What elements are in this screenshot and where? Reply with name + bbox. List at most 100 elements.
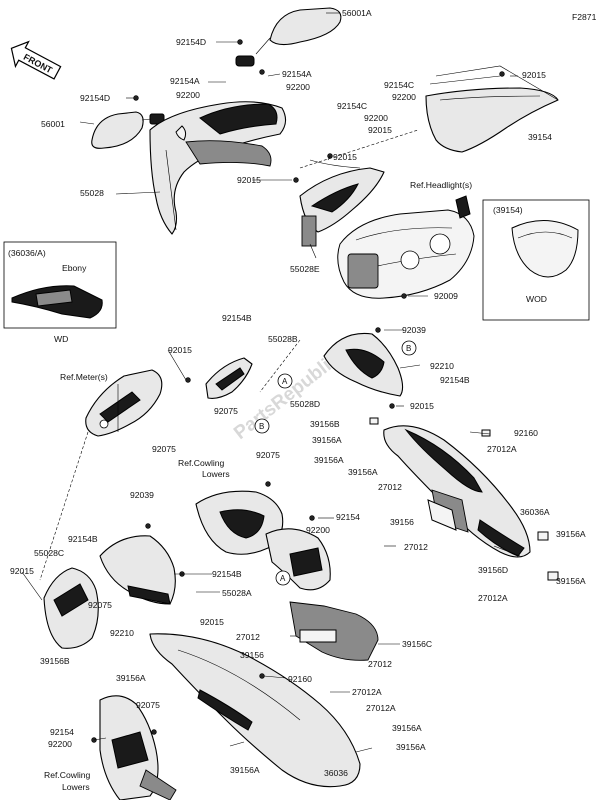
callout: 92015 — [10, 566, 34, 576]
callout: Ref.Cowling — [178, 458, 225, 468]
svg-text:A: A — [282, 377, 288, 386]
ref-marker-b-1: B — [401, 340, 417, 356]
callout: 92154B — [440, 375, 470, 385]
callout: 92075 — [152, 444, 176, 454]
callout: 55028C — [34, 548, 64, 558]
callout: Ref.Headlight(s) — [410, 180, 472, 190]
callout: 55028E — [290, 264, 320, 274]
callout: 27012A — [478, 593, 508, 603]
callout: 39156C — [402, 639, 432, 649]
middle-cowl — [195, 490, 331, 591]
callout: 92160 — [288, 674, 312, 684]
callout: 39156A — [116, 673, 146, 683]
callout: 92200 — [364, 113, 388, 123]
callout: (39154) — [493, 205, 523, 215]
callout: 39156B — [40, 656, 70, 666]
callout: WD — [54, 334, 68, 344]
side-panel-55028b — [323, 332, 404, 397]
callout: 92210 — [430, 361, 454, 371]
small-bracket — [205, 357, 253, 399]
mirror-right — [235, 7, 342, 67]
callout: 27012 — [404, 542, 428, 552]
callout: 27012A — [487, 444, 517, 454]
callout: 92015 — [333, 152, 357, 162]
callout: 92154D — [176, 37, 206, 47]
callout: 27012 — [236, 632, 260, 642]
callout: 27012 — [378, 482, 402, 492]
wod-inset — [482, 199, 590, 321]
callout: 39156A — [396, 742, 426, 752]
callout: 92015 — [410, 401, 434, 411]
callout: 39156 — [390, 517, 414, 527]
callout: 92160 — [514, 428, 538, 438]
callout: 92075 — [256, 450, 280, 460]
callout: 39154 — [528, 132, 552, 142]
callout: 56001A — [342, 8, 372, 18]
bottom-left-panel — [99, 695, 177, 800]
callout: 92075 — [214, 406, 238, 416]
callout: 92154 — [50, 727, 74, 737]
windshield — [425, 87, 559, 153]
callout: 92039 — [130, 490, 154, 500]
callout: 92015 — [200, 617, 224, 627]
side-cowl-right — [369, 417, 559, 581]
callout: 39156A — [556, 529, 586, 539]
callout: 92039 — [402, 325, 426, 335]
callout: 92015 — [168, 345, 192, 355]
meter-bracket — [85, 369, 163, 437]
callout: 39156A — [312, 435, 342, 445]
callout: 39156A — [392, 723, 422, 733]
callout: 92154D — [80, 93, 110, 103]
callout: 56001 — [41, 119, 65, 129]
callout: 92154B — [68, 534, 98, 544]
ref-marker-b-2: B — [254, 418, 270, 434]
center-bracket — [299, 159, 385, 247]
callout: 92154 — [336, 512, 360, 522]
callout: 39156 — [240, 650, 264, 660]
callout: 92154B — [212, 569, 242, 579]
callout: 55028 — [80, 188, 104, 198]
callout: 36036A — [520, 507, 550, 517]
callout: Ebony — [62, 263, 87, 273]
lower-bracket-left — [43, 535, 176, 649]
headlight-assembly — [337, 195, 475, 299]
callout: 92154C — [337, 101, 367, 111]
callout: 92154C — [384, 80, 414, 90]
callout: 39156B — [310, 419, 340, 429]
callout: 27012A — [366, 703, 396, 713]
front-arrow: FRONT — [10, 40, 62, 80]
figure-code: F2871 — [572, 12, 597, 22]
callout: Lowers — [62, 782, 90, 792]
decal-39156c — [289, 601, 379, 661]
callout: Lowers — [202, 469, 230, 479]
svg-text:A: A — [280, 574, 286, 583]
callout: 92200 — [48, 739, 72, 749]
callout: 27012 — [368, 659, 392, 669]
callout: 92015 — [237, 175, 261, 185]
ref-marker-a-2: A — [275, 570, 291, 586]
callout: 92075 — [88, 600, 112, 610]
callout: 55028A — [222, 588, 252, 598]
callout: 92200 — [392, 92, 416, 102]
upper-inner-panel — [149, 101, 287, 235]
callout: 92200 — [176, 90, 200, 100]
callout-labels: 56001A 92154D 92154A 92154A 92200 92200 … — [8, 8, 586, 792]
callout: 92154A — [282, 69, 312, 79]
callout: 92009 — [434, 291, 458, 301]
callout: 92154A — [170, 76, 200, 86]
ref-marker-a-1: A — [277, 373, 293, 389]
callout: 39156A — [230, 765, 260, 775]
lower-cowl — [149, 633, 361, 788]
callout: 39156D — [478, 565, 508, 575]
svg-text:B: B — [259, 422, 264, 431]
callout: 92200 — [306, 525, 330, 535]
callout: 27012A — [352, 687, 382, 697]
callout: 92154B — [222, 313, 252, 323]
wd-inset — [3, 241, 117, 329]
callout: 55028B — [268, 334, 298, 344]
callout: (36036/A) — [8, 248, 46, 258]
callout: 92200 — [286, 82, 310, 92]
svg-text:B: B — [406, 344, 411, 353]
callout: 92210 — [110, 628, 134, 638]
callout: 92075 — [136, 700, 160, 710]
